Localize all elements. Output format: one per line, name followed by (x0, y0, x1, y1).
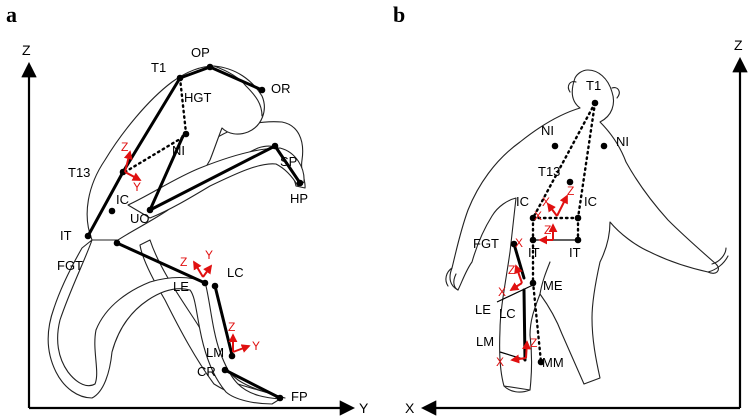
panel-b-pelvis-z-label: Z (567, 184, 574, 198)
label-b-fgt: FGT (473, 236, 499, 251)
label-a-it: IT (60, 228, 72, 243)
label-b-ni-left: NI (541, 123, 554, 138)
panel-a-pelvis-y-label: Y (133, 180, 141, 194)
panel-b-landmark-points (510, 99, 608, 366)
panel-a-pelvis-frame: Z Y (121, 140, 142, 194)
label-b-me: ME (543, 278, 563, 293)
label-b-lc: LC (499, 306, 516, 321)
panel-a: a Z Y (6, 2, 369, 416)
label-b-le: LE (475, 302, 491, 317)
panel-a-ankle-z-label: Z (228, 320, 235, 334)
label-a-ic: IC (116, 192, 129, 207)
label-b-lm: LM (476, 334, 494, 349)
label-a-lc: LC (227, 265, 244, 280)
label-a-op: OP (191, 45, 210, 60)
panel-b-hip-x-label: X (534, 209, 542, 223)
panel-b: b Z X (393, 2, 748, 416)
panel-b-hip-z-label: Z (544, 223, 551, 237)
panel-b-x-axis-label: X (405, 400, 415, 416)
label-a-t13: T13 (68, 165, 90, 180)
label-b-ic-right: IC (584, 194, 597, 209)
label-a-lm: LM (206, 345, 224, 360)
panel-b-z-axis-label: Z (734, 37, 743, 53)
panel-a-ankle-y-label: Y (252, 339, 260, 353)
panel-b-pelvis-x-label: X (542, 195, 550, 209)
panel-a-knee-frame: Z Y (180, 248, 213, 278)
panel-a-knee-z-label: Z (180, 255, 187, 269)
panel-b-pelvis-frame: Z X (542, 184, 574, 217)
panel-b-ankle-x-label: X (496, 355, 504, 369)
panel-b-knee-frame: Z X X (498, 236, 523, 299)
panel-a-y-axis-label: Y (359, 400, 369, 416)
panel-a-ankle-frame: Z Y (228, 320, 260, 353)
label-b-mm: MM (542, 355, 564, 370)
panel-b-landmark-labels: T1 NI NI T13 IC IC FGT IT IT ME LE LC LM… (473, 78, 629, 370)
label-a-cr: CR (197, 364, 216, 379)
label-a-ni: NI (172, 143, 185, 158)
panel-a-letter: a (6, 2, 17, 27)
label-b-t13: T13 (538, 164, 560, 179)
label-a-uo: UO (130, 211, 150, 226)
label-a-fp: FP (291, 389, 308, 404)
panel-a-knee-y-label: Y (205, 248, 213, 262)
label-a-fgt: FGT (57, 258, 83, 273)
panel-a-z-axis-label: Z (22, 42, 31, 58)
label-b-ic-left: IC (516, 194, 529, 209)
label-b-it-right: IT (569, 245, 581, 260)
label-a-hgt: HGT (184, 90, 212, 105)
panel-a-landmark-points (84, 63, 304, 402)
label-a-or: OR (271, 81, 291, 96)
panel-b-ankle-frame: Z X (496, 336, 537, 369)
label-a-hp: HP (290, 191, 308, 206)
panel-b-knee-x-label: X (498, 285, 506, 299)
panel-b-body-outline (445, 69, 729, 393)
panel-a-landmark-labels: OP T1 OR HGT NI T13 SP HP IC UO IT FGT L… (57, 45, 308, 404)
panel-b-fgt-x-label: X (515, 236, 523, 250)
panel-a-pelvis-z-label: Z (121, 140, 128, 154)
panel-b-ankle-z-label: Z (530, 336, 537, 350)
label-b-t1: T1 (586, 78, 601, 93)
label-a-t1: T1 (151, 60, 166, 75)
label-b-ni-right: NI (616, 134, 629, 149)
label-a-le: LE (173, 279, 189, 294)
panel-b-hip-frame: Z X (534, 209, 558, 245)
panel-b-knee-z-label: Z (508, 263, 515, 277)
label-b-it-left: IT (528, 245, 540, 260)
panel-b-letter: b (393, 2, 405, 27)
label-a-sp: SP (280, 154, 297, 169)
